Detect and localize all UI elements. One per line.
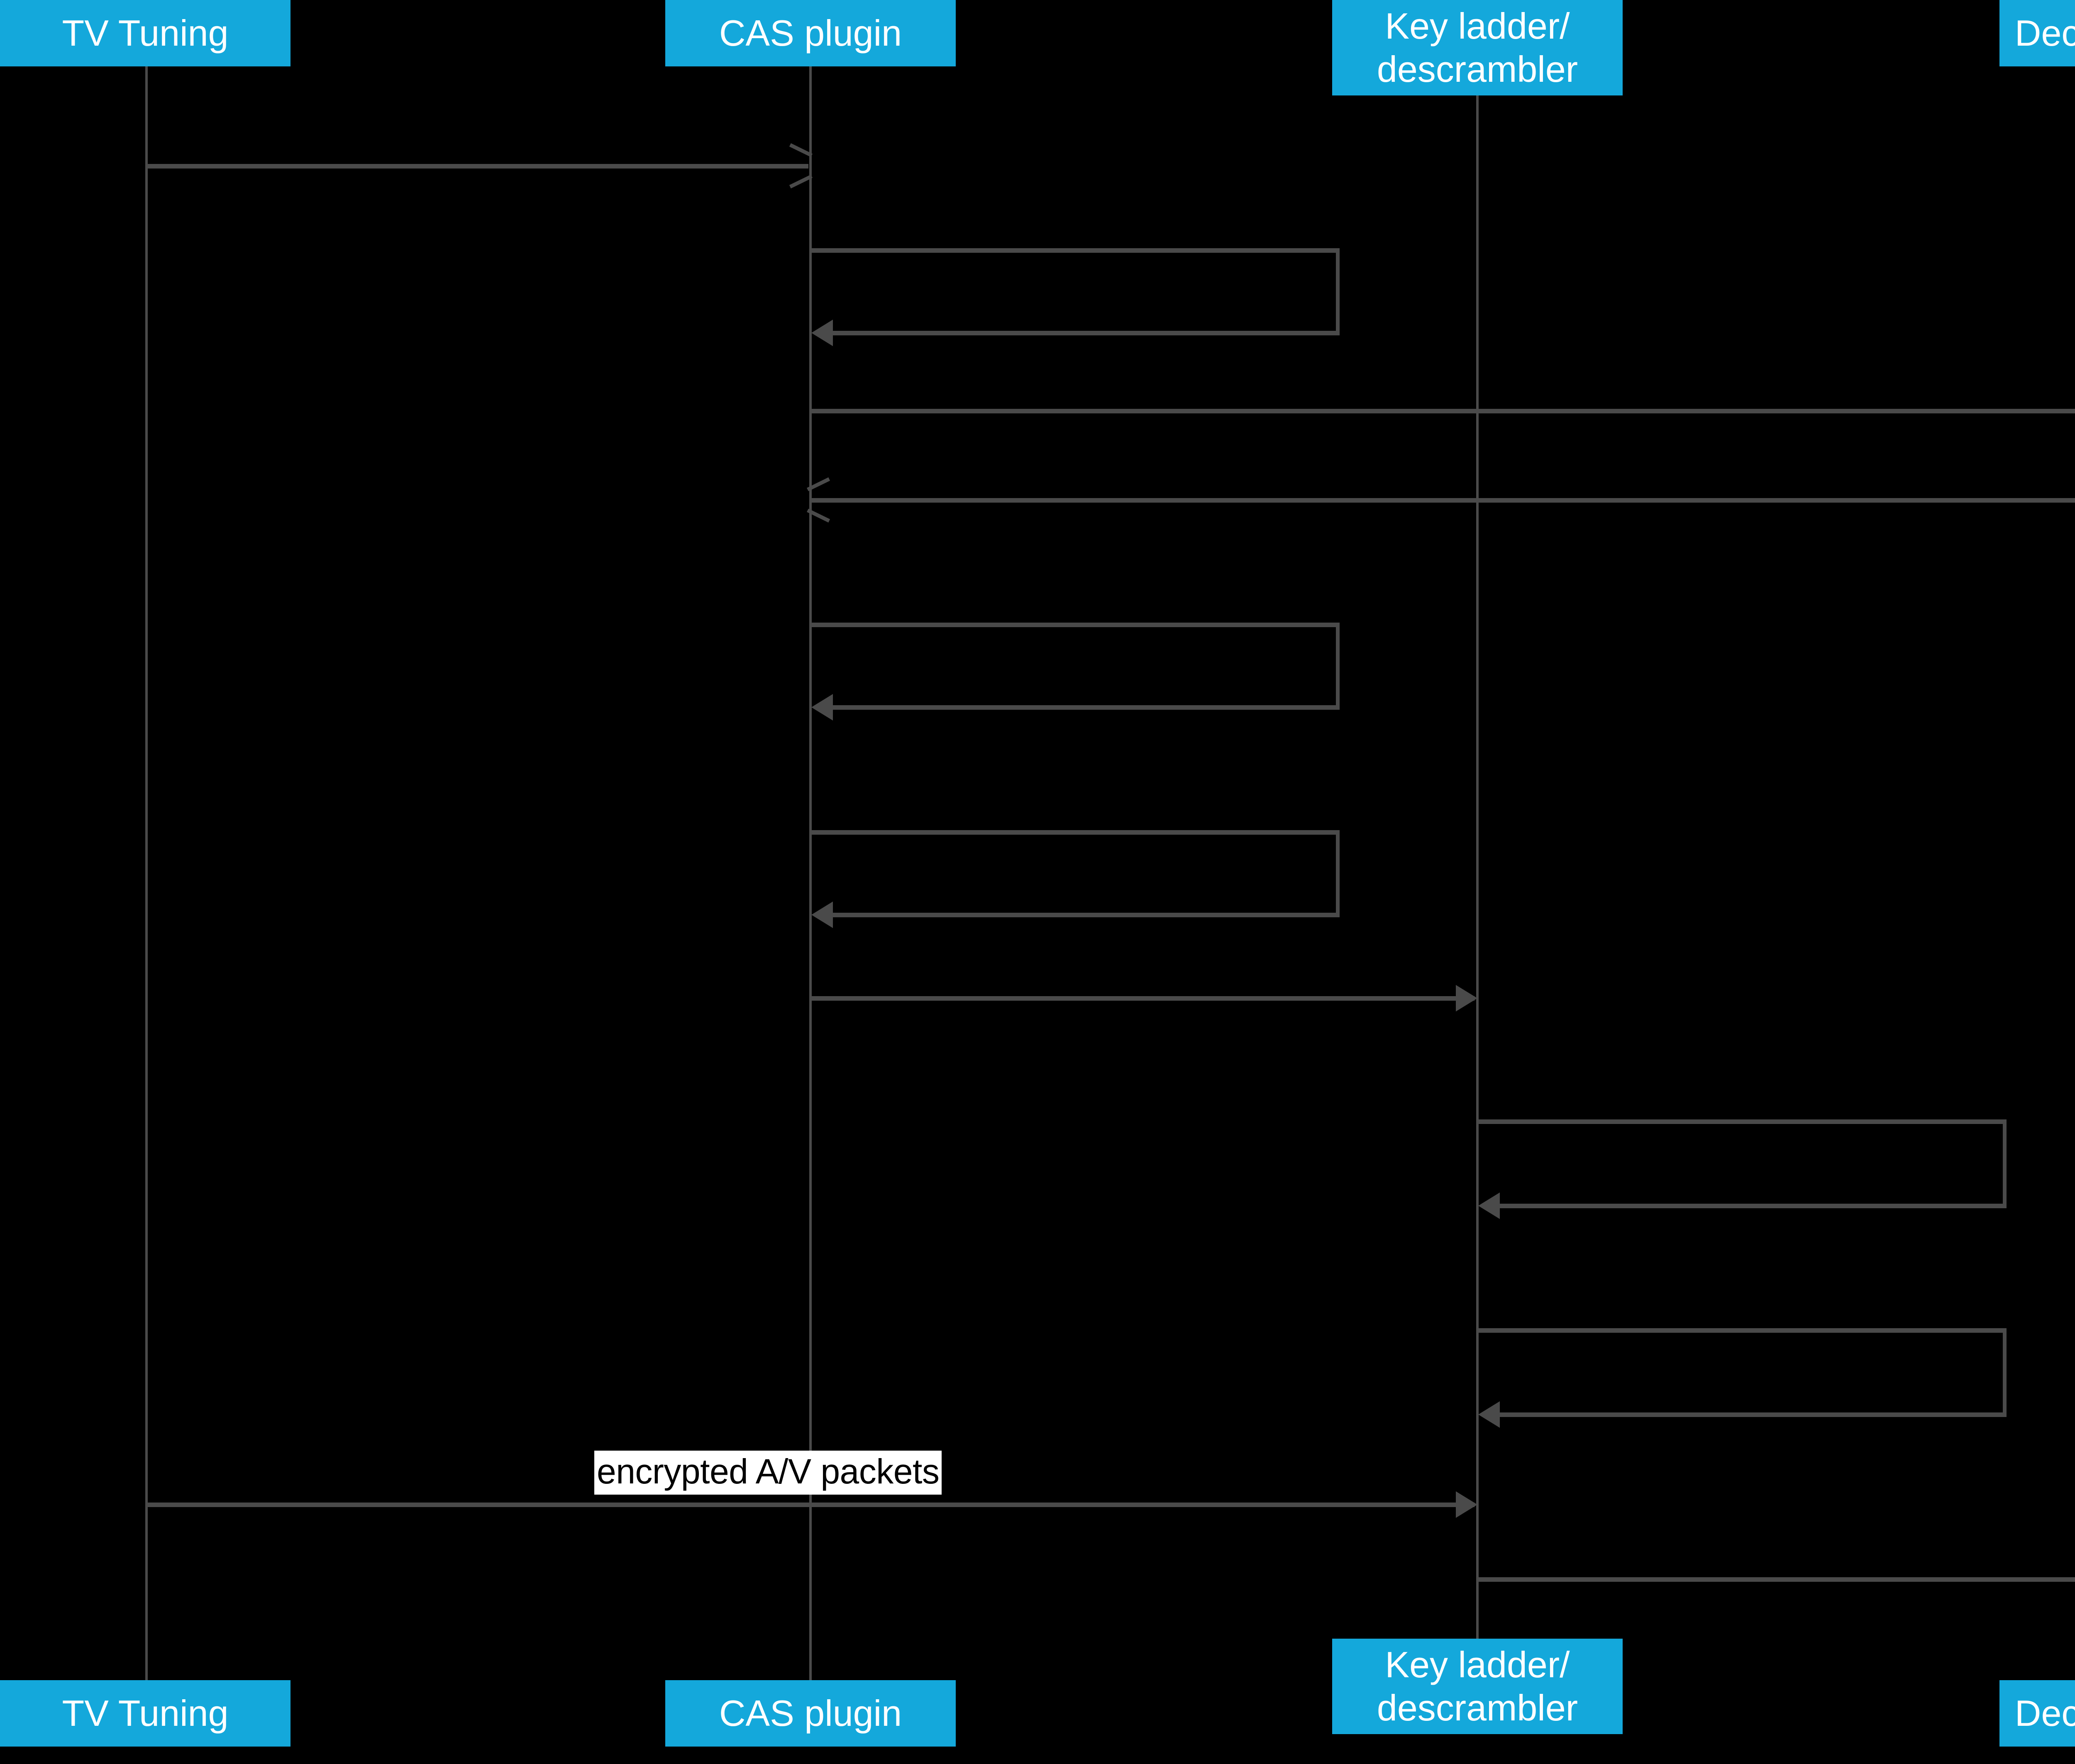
message-line-3 [810,409,2075,413]
message-line-6-right [1336,830,1340,916]
lifeline-tv-tuning [145,66,148,1685]
message-line-8-bottom [1497,1204,2007,1208]
actor-header-key-ladder-label-line1: Key ladder/ [1385,5,1570,47]
message-label-encrypted-av-packets: encrypted A/V packets [594,1451,942,1495]
actor-footer-key-ladder-label-line1: Key ladder/ [1385,1644,1570,1686]
arrowhead-message-8 [1478,1192,1500,1219]
message-line-2-right [1336,248,1340,334]
message-line-9-top [1477,1328,2007,1333]
actor-footer-decode-display[interactable]: Decode, display [1999,1680,2075,1747]
actor-footer-tv-tuning-label: TV Tuning [62,1693,229,1734]
arrowhead-message-2 [811,320,833,346]
actor-header-key-ladder[interactable]: Key ladder/ descrambler [1332,0,1623,95]
arrowhead-message-1 [788,153,810,179]
lifeline-cas-plugin [809,66,812,1685]
message-line-5-top [810,623,1340,627]
arrowhead-message-4 [809,487,832,513]
arrowhead-message-6 [811,902,833,928]
actor-header-decode-display[interactable]: Decode, display [1999,0,2075,66]
actor-header-tv-tuning-label: TV Tuning [62,12,229,54]
lifeline-key-ladder [1476,95,1479,1685]
message-line-1 [146,164,808,169]
actor-header-tv-tuning[interactable]: TV Tuning [0,0,290,66]
message-line-9-bottom [1497,1412,2007,1417]
actor-footer-cas-plugin-label: CAS plugin [719,1693,902,1734]
message-line-9-right [2003,1328,2007,1416]
actor-header-cas-plugin-label: CAS plugin [719,12,902,54]
message-line-5-bottom [830,705,1340,710]
message-line-6-bottom [830,913,1340,917]
message-line-4 [810,498,2075,503]
actor-footer-key-ladder[interactable]: Key ladder/ descrambler [1332,1639,1623,1734]
message-line-7 [810,996,1474,1001]
message-line-2-bottom [830,331,1340,335]
arrowhead-message-9 [1478,1401,1500,1428]
message-line-11 [1477,1577,2075,1582]
message-line-5-right [1336,623,1340,709]
message-line-10 [146,1503,1474,1507]
arrowhead-message-7 [1456,985,1477,1011]
actor-footer-tv-tuning[interactable]: TV Tuning [0,1680,290,1747]
message-line-6-top [810,830,1340,835]
arrowhead-message-5 [811,694,833,721]
actor-footer-cas-plugin[interactable]: CAS plugin [665,1680,956,1747]
actor-header-cas-plugin[interactable]: CAS plugin [665,0,956,66]
actor-header-decode-display-label: Decode, display [2014,12,2075,54]
actor-footer-decode-display-label: Decode, display [2014,1693,2075,1734]
message-line-8-right [2003,1119,2007,1207]
actor-footer-key-ladder-label-line2: descrambler [1377,1687,1578,1728]
actor-header-key-ladder-label-line2: descrambler [1377,49,1578,90]
message-line-8-top [1477,1119,2007,1124]
message-line-2-top [810,248,1340,253]
arrowhead-message-10 [1456,1491,1477,1518]
